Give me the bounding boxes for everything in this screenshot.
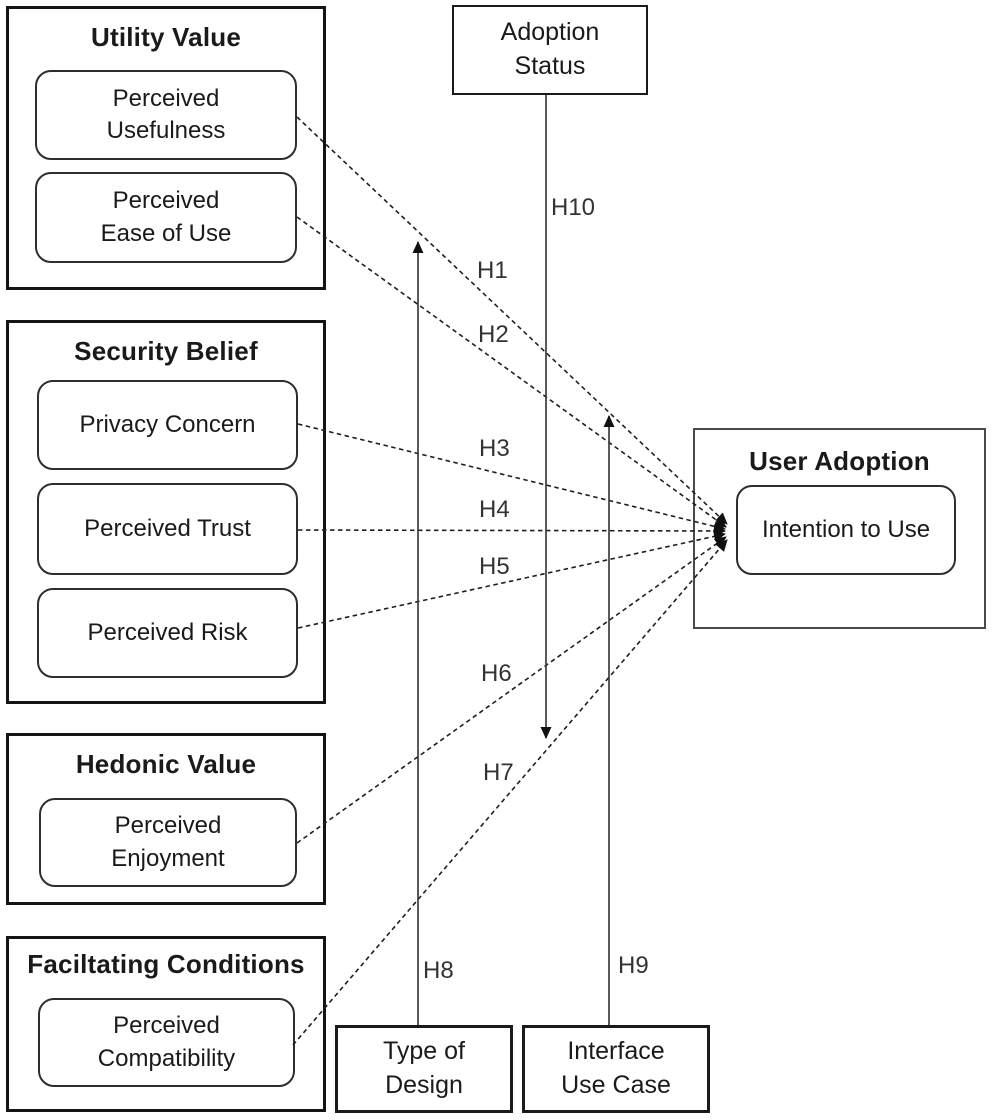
group-title-security-belief: Security Belief bbox=[74, 336, 258, 366]
node-perceived-trust: Perceived Trust bbox=[37, 483, 298, 575]
hypothesis-label-h3: H3 bbox=[479, 435, 510, 462]
node-perceived-compatibility: Perceived Compatibility bbox=[38, 998, 295, 1087]
edge-h5 bbox=[297, 530, 726, 629]
edge-h6 bbox=[296, 536, 727, 844]
node-adoption-status: Adoption Status bbox=[452, 5, 648, 95]
hypothesis-label-h2: H2 bbox=[478, 321, 509, 348]
node-perceived-risk: Perceived Risk bbox=[37, 588, 298, 678]
node-perceived-ease-of-use: Perceived Ease of Use bbox=[35, 172, 297, 263]
edge-h2 bbox=[296, 216, 727, 528]
group-title-hedonic-value: Hedonic Value bbox=[75, 749, 257, 779]
hypothesis-label-h1: H1 bbox=[477, 257, 508, 284]
node-privacy-concern: Privacy Concern bbox=[37, 380, 298, 470]
group-title-user-adoption: User Adoption bbox=[749, 446, 930, 476]
group-title-utility-value: Utility Value bbox=[91, 22, 241, 52]
edge-h3 bbox=[297, 423, 726, 532]
node-perceived-enjoyment: Perceived Enjoyment bbox=[39, 798, 297, 887]
edge-h7 bbox=[292, 539, 728, 1046]
hypothesis-label-h7: H7 bbox=[483, 759, 514, 786]
hypothesis-label-h9: H9 bbox=[618, 952, 649, 979]
hypothesis-label-h10: H10 bbox=[551, 194, 596, 221]
hypothesis-label-h8: H8 bbox=[423, 957, 454, 984]
node-intention-to-use: Intention to Use bbox=[736, 485, 956, 575]
edge-h4 bbox=[297, 525, 726, 537]
node-perceived-usefulness: Perceived Usefulness bbox=[35, 70, 297, 160]
node-interface-use-case: Interface Use Case bbox=[522, 1025, 710, 1113]
hypothesis-label-h6: H6 bbox=[481, 660, 512, 687]
hypothesis-label-h4: H4 bbox=[479, 496, 510, 523]
hypothesis-label-h5: H5 bbox=[479, 553, 510, 580]
edge-h1 bbox=[296, 116, 728, 525]
node-type-of-design: Type of Design bbox=[335, 1025, 513, 1113]
group-title-facilitating-conditions: Faciltating Conditions bbox=[27, 949, 305, 979]
